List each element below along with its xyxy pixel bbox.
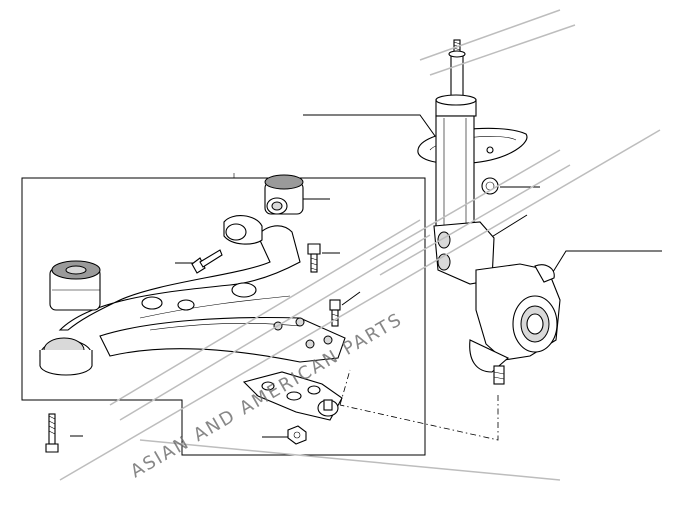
assembly-frame bbox=[21, 177, 426, 456]
knuckle-icon bbox=[469, 263, 561, 385]
strut-icon bbox=[417, 39, 528, 285]
watermark: ASIAN AND AMERICAN PARTS bbox=[59, 9, 661, 482]
bolt-icon bbox=[45, 243, 341, 453]
control-arm-icon bbox=[58, 225, 346, 363]
nut-icon bbox=[287, 425, 307, 445]
leader-lines bbox=[70, 114, 662, 441]
bushing-icon bbox=[39, 174, 304, 376]
ball-joint-icon bbox=[242, 371, 343, 421]
